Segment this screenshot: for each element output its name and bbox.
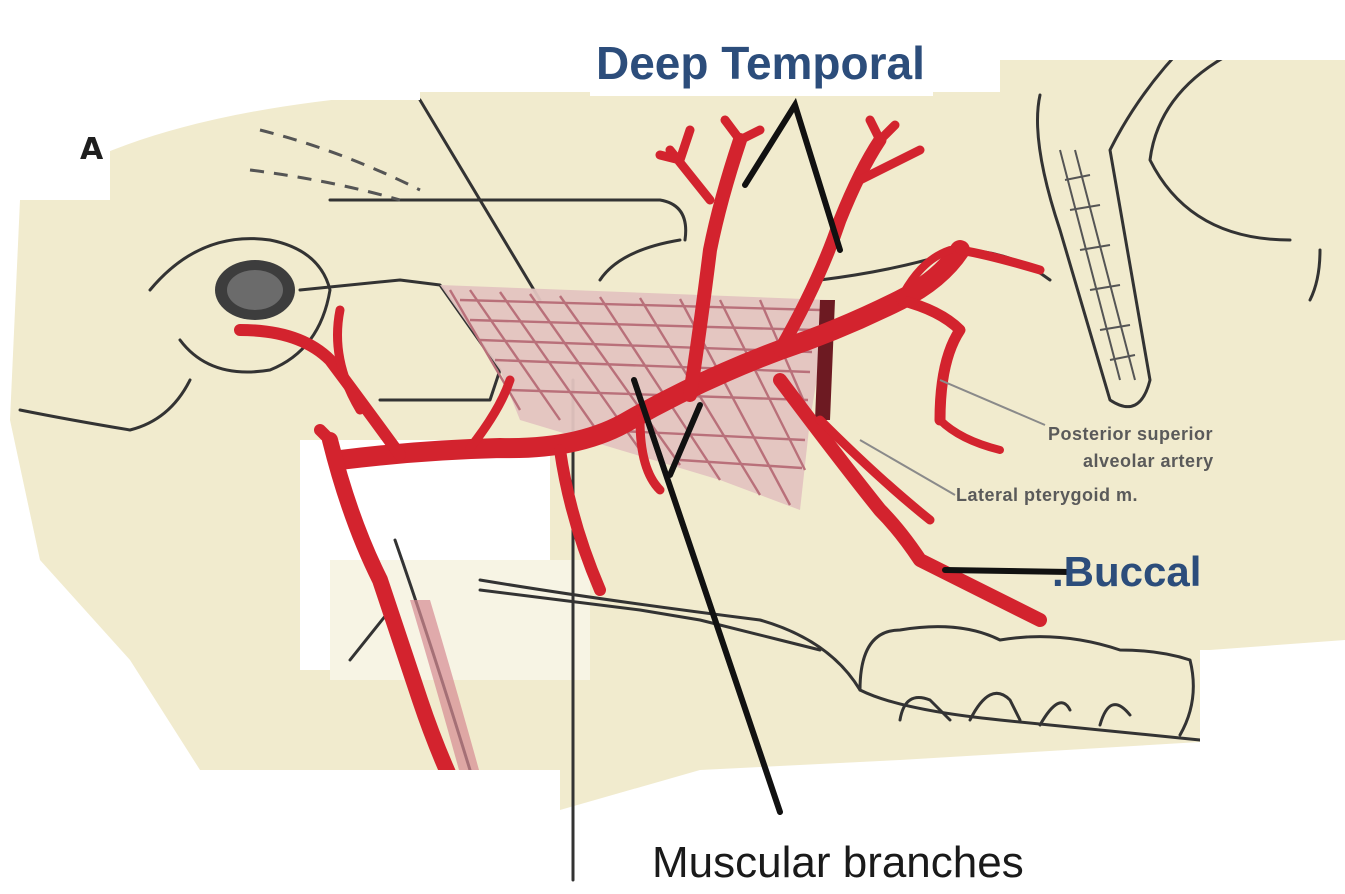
label-deep-temporal: Deep Temporal (590, 36, 933, 96)
label-muscular-branches: Muscular branches (646, 838, 1030, 888)
panel-letter: A (80, 132, 103, 167)
label-buccal: .Buccal (1052, 548, 1201, 596)
ear-region (215, 260, 295, 320)
label-alveolar-artery: alveolar artery (1083, 451, 1214, 472)
label-posterior-superior: Posterior superior (1048, 424, 1213, 445)
label-lateral-pterygoid: Lateral pterygoid m. (956, 485, 1138, 506)
